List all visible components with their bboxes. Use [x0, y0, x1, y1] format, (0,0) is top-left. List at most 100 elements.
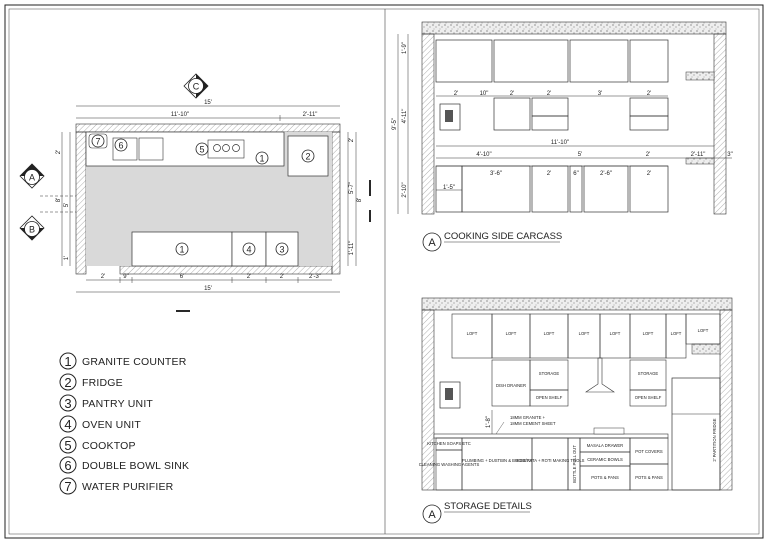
carcass-dim-mid-overall: 11'-10" [551, 140, 569, 146]
plan-dim-bottom-5: 2' [280, 274, 284, 280]
plan-dim-right-overall: 8' [357, 198, 363, 202]
legend-label: GRANITE COUNTER [82, 356, 187, 368]
carcass-dim-upper-1: 2' [454, 91, 458, 97]
storage-title-marker: A [428, 509, 436, 521]
ceramic-bowls-label: CERAMIC BOWLS [587, 457, 623, 462]
storage-height-dim: 1'-8" [486, 416, 492, 428]
plan-water-purifier [88, 133, 108, 149]
plan-tag-4: 4 [246, 245, 251, 255]
carcass-elevation: 2' 10" 2' 2' 3' 2' 11'-10" 2'-11" 4'-10"… [392, 21, 733, 252]
fridge-note: 2' PARTITION FRIDGE [712, 418, 717, 461]
plan-tags: 7 6 5 1 2 1 4 3 [91, 134, 315, 256]
carcass-wall-left [421, 33, 435, 215]
legend-item: 5 COOKTOP [59, 436, 136, 454]
plan-wall-left [75, 131, 87, 275]
carcass-dim-v3: 4'-11" [402, 109, 408, 124]
plumbing-label: PLUMBING + DUSTBIN & BUCKETS [462, 458, 532, 463]
carcass-dim-upper-4: 2' [547, 91, 551, 97]
plan-dim-bottom-3: 6' [180, 274, 184, 280]
loft-label: LOFT [610, 331, 621, 336]
plan-dim-top-right: 2'-11" [303, 112, 318, 118]
legend-item: 7 WATER PURIFIER [59, 477, 174, 495]
plan-dim-right-2: 5'-7" [349, 182, 355, 194]
carcass-dim-lower-4: 3'-6" [490, 171, 502, 177]
carcass-dim-lower-8: 2' [647, 171, 651, 177]
cleaning-label: CLEANING WASHING AGENTS [419, 462, 480, 467]
loft-label: LOFT [506, 331, 517, 336]
storage-elevation: LOFT LOFT LOFT LOFT LOFT LOFT LOFT LOFT … [419, 297, 733, 524]
legend-label: WATER PURIFIER [82, 481, 174, 493]
carcass-dim-lower-6: 6" [573, 171, 578, 177]
open-shelf-label: OPEN SHELF [536, 395, 563, 400]
carcass-dim-v2: 9'-5" [392, 118, 398, 130]
carcass-dim-upper-3: 2' [510, 91, 514, 97]
pots-pans-label: POTS & PANS [635, 475, 663, 480]
storage-wall-left [421, 309, 435, 491]
floor-plan: 15' 11'-10" 2'-11" 7 [19, 73, 371, 312]
legend-label: COOKTOP [82, 440, 136, 452]
legend-item: 3 PANTRY UNIT [59, 394, 153, 412]
plan-dim-bottom-2: 9" [123, 274, 128, 280]
plan-dim-left-1: 2' [56, 150, 62, 154]
section-marker-c-label: C [193, 82, 200, 92]
carcass-dim-lower-1: 4'-10" [476, 152, 491, 158]
carcass-dim-lower-7: 2'-6" [600, 171, 612, 177]
legend: 1 GRANITE COUNTER 2 FRIDGE 3 PANTRY UNIT… [59, 352, 189, 495]
plan-dim-top-overall: 15' [204, 100, 212, 106]
plan-dim-left-2: 5' [64, 203, 70, 207]
rice-atta-label: RICE/AATA + ROTI MAKING TOOLS [516, 458, 585, 463]
loft-label: LOFT [643, 331, 654, 336]
carcass-dim-upper-6: 2' [647, 91, 651, 97]
legend-item: 2 FRIDGE [59, 373, 123, 391]
carcass-dim-mid-right: 2'-11" [691, 152, 706, 158]
plan-sink-bowl-1 [112, 137, 138, 161]
section-marker-a-label: A [29, 173, 35, 183]
legend-item: 1 GRANITE COUNTER [59, 352, 187, 370]
plan-tag-1a: 1 [259, 154, 264, 164]
open-shelf-label: OPEN SHELF [635, 395, 662, 400]
carcass-dim-lower-5: 2' [547, 171, 551, 177]
storage-title: STORAGE DETAILS [444, 501, 532, 512]
masala-drawer-label: MASALA DRAWER [587, 443, 623, 448]
legend-item: 4 OVEN UNIT [59, 415, 141, 433]
section-marker-b-label: B [29, 225, 35, 235]
legend-num: 3 [64, 396, 71, 411]
carcass-dim-v4: 2'-10" [402, 182, 408, 197]
loft-label: LOFT [671, 331, 682, 336]
pots-pans-label: POTS & PANS [591, 475, 619, 480]
loft-label: LOFT [467, 331, 478, 336]
carcass-dim-upper-5: 3' [598, 91, 602, 97]
chimney-hood [585, 357, 615, 393]
plan-tag-6: 6 [118, 141, 123, 151]
plan-wall-right [331, 131, 341, 275]
section-marker-b: B [19, 211, 76, 241]
storage-wall-right [719, 309, 733, 491]
plan-dim-top-left: 11'-10" [171, 112, 189, 118]
loft-label: LOFT [698, 328, 709, 333]
plan-dim-bottom-6: 2'-3" [309, 274, 321, 280]
plan-dim-right-1: 2' [349, 138, 355, 142]
plan-tag-2: 2 [305, 152, 310, 162]
storage-counter [433, 433, 669, 439]
carcass-dim-lower-2: 5' [578, 152, 582, 158]
section-marker-c: C [183, 73, 209, 99]
bottle-pullout-label: BOTTLE PULL OUT [572, 445, 577, 483]
carcass-dim-lower-3: 2' [646, 152, 650, 158]
plan-tag-1b: 1 [179, 245, 184, 255]
plan-dim-left-overall: 8' [56, 198, 62, 202]
granite-note-2: 18MM CEMENT SHEET [510, 421, 556, 426]
granite-note-1: 18MM GRANITE + [510, 415, 546, 420]
dish-drainer-label: DISH DRAINER [496, 383, 526, 388]
legend-num: 5 [64, 438, 71, 453]
carcass-dim-v5: 3" [727, 152, 732, 158]
carcass-wall-right [713, 33, 727, 215]
legend-item: 6 DOUBLE BOWL SINK [59, 456, 189, 474]
plan-wall-top [75, 123, 341, 133]
legend-num: 1 [64, 354, 71, 369]
carcass-title: COOKING SIDE CARCASS [444, 231, 562, 242]
legend-label: FRIDGE [82, 377, 123, 389]
legend-num: 4 [64, 417, 71, 432]
plan-dim-right-3: 1'-11" [349, 241, 355, 256]
plan-dim-left-3: 1' [64, 256, 70, 260]
